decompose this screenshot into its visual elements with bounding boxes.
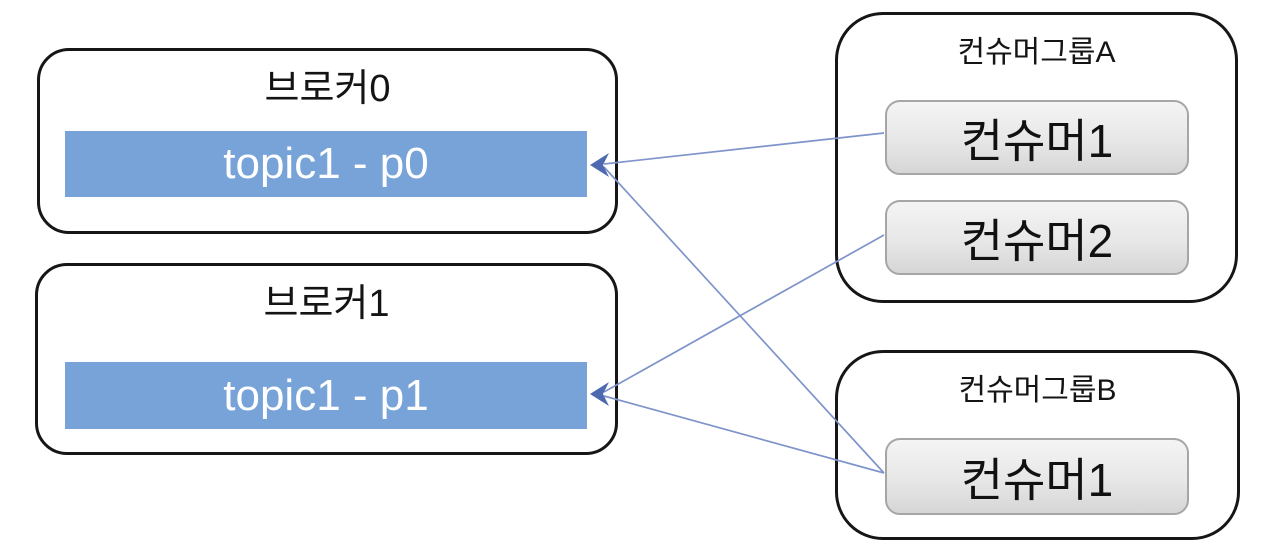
broker0-title: 브로커0 [264, 68, 391, 110]
consumer-a1: 컨슈머1 [885, 100, 1189, 175]
broker1-title: 브로커1 [263, 283, 390, 325]
consumer-group-b-title: 컨슈머그룹B [958, 374, 1117, 407]
broker1-box: 브로커1 topic1 - p1 [35, 263, 618, 455]
partition-topic1-p0: topic1 - p0 [65, 131, 587, 197]
consumer-group-b-box: 컨슈머그룹B 컨슈머1 [835, 350, 1240, 540]
consumer-b1: 컨슈머1 [885, 438, 1189, 515]
broker0-box: 브로커0 topic1 - p0 [37, 48, 618, 234]
consumer-group-a-box: 컨슈머그룹A 컨슈머1 컨슈머2 [835, 12, 1238, 303]
consumer-a2: 컨슈머2 [885, 200, 1189, 275]
consumer-group-a-title: 컨슈머그룹A [957, 36, 1116, 69]
partition-topic1-p1: topic1 - p1 [65, 362, 587, 429]
